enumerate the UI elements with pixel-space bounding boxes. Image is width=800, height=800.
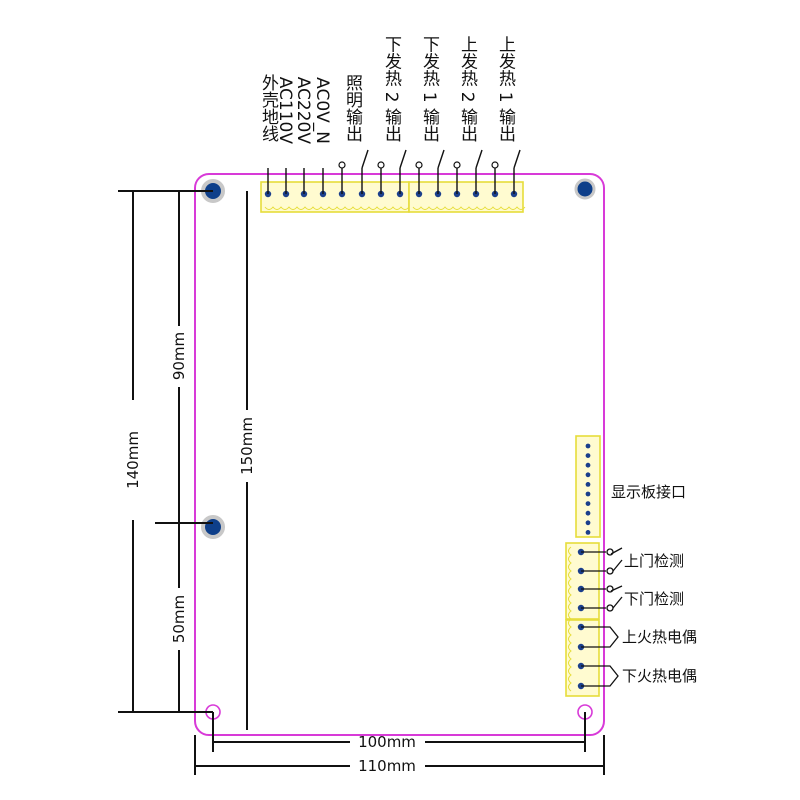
switch-contact bbox=[453, 161, 461, 169]
switch-contact bbox=[491, 161, 499, 169]
top-connector-scallop-left bbox=[264, 206, 410, 210]
lower-thermocouple-label: 下火热电偶 bbox=[622, 667, 697, 685]
top-terminal-label: 上发热 1 输出 bbox=[495, 35, 516, 142]
display-pin bbox=[585, 472, 591, 478]
top-terminal-pins bbox=[264, 149, 521, 198]
switch-contact bbox=[377, 161, 385, 169]
switch-lever bbox=[475, 149, 483, 169]
switch-lever bbox=[399, 149, 407, 169]
top-terminal-label: 照明输出 bbox=[342, 74, 363, 142]
dimension-110mm: 110mm bbox=[358, 757, 416, 775]
top-terminal-label: AC0V_N bbox=[312, 77, 332, 144]
display-pin bbox=[585, 501, 591, 506]
upper-door-switch bbox=[581, 547, 623, 575]
top-connector-scallop-right bbox=[412, 206, 526, 210]
top-terminal-label: 下发热 1 输出 bbox=[419, 35, 440, 142]
display-pin bbox=[585, 530, 591, 535]
right-connector-scallop bbox=[568, 546, 572, 692]
display-pin bbox=[585, 491, 591, 497]
mount-hole-top-right bbox=[574, 178, 596, 200]
dimension-90mm: 90mm bbox=[170, 332, 188, 380]
top-terminal-label: 外壳地线 bbox=[258, 74, 279, 142]
display-pin bbox=[585, 482, 591, 487]
upper-thermocouple-symbol bbox=[581, 626, 619, 648]
lower-door-label: 下门检测 bbox=[624, 590, 684, 608]
top-connector-right bbox=[408, 181, 524, 213]
display-pin bbox=[585, 462, 591, 468]
top-connector-left bbox=[260, 181, 410, 213]
switch-contact bbox=[338, 161, 346, 169]
switch-lever bbox=[513, 149, 521, 169]
display-pin bbox=[585, 520, 591, 526]
display-pin bbox=[585, 453, 591, 458]
display-pin bbox=[585, 510, 591, 516]
lower-door-switch bbox=[581, 585, 623, 612]
display-connector-label: 显示板接口 bbox=[611, 483, 686, 501]
dimension-100mm: 100mm bbox=[358, 733, 416, 751]
lower-thermocouple-symbol bbox=[581, 665, 619, 687]
switch-lever bbox=[437, 149, 445, 169]
upper-thermocouple-label: 上火热电偶 bbox=[622, 628, 697, 646]
top-terminal-label: AC110V bbox=[275, 77, 295, 145]
switch-lever bbox=[361, 149, 369, 169]
dimension-lines bbox=[118, 190, 605, 775]
dimension-140mm: 140mm bbox=[124, 431, 142, 489]
dimension-50mm: 50mm bbox=[170, 595, 188, 643]
switch-contact bbox=[415, 161, 423, 169]
upper-door-label: 上门检测 bbox=[624, 552, 684, 570]
top-terminal-label: 上发热 2 输出 bbox=[457, 35, 478, 142]
dimension-150mm: 150mm bbox=[238, 417, 256, 475]
board-outline bbox=[194, 173, 605, 736]
top-terminal-label: AC220V bbox=[293, 77, 313, 145]
mount-hole-mid-left bbox=[201, 515, 225, 539]
display-connector-pins bbox=[585, 443, 591, 535]
display-pin bbox=[585, 443, 591, 449]
top-terminal-label: 下发热 2 输出 bbox=[381, 35, 402, 142]
